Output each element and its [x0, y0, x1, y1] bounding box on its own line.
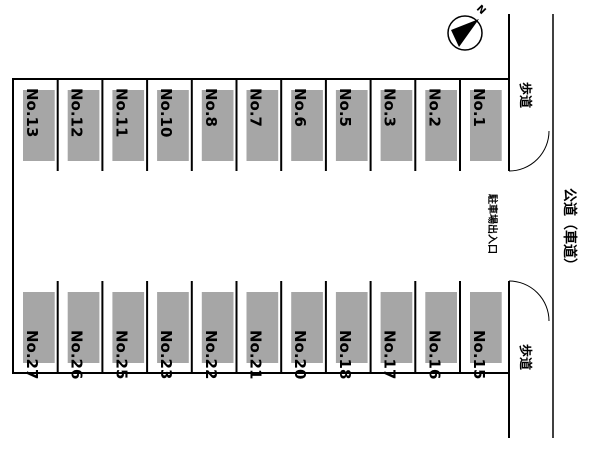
north-label: N [474, 3, 488, 17]
stall-number-label: No.15 [470, 330, 488, 379]
stall-number-label: No.26 [68, 330, 86, 379]
stall-number-label: No.8 [202, 88, 220, 127]
top_row-stall-3 [112, 90, 145, 161]
stall-number-label: No.12 [68, 88, 86, 137]
bottom_row-stall-8 [335, 292, 368, 363]
sidewalk-label-bottom: 歩道 [517, 344, 533, 370]
sidewalk-label-top: 歩道 [517, 82, 533, 108]
stall-number-label: No.23 [157, 330, 175, 379]
stall-number-label: No.17 [381, 330, 399, 379]
stall-number-label: No.6 [291, 88, 309, 127]
stall-number-label: No.1 [470, 88, 488, 127]
top_row-stall-8 [335, 90, 368, 161]
bottom_row-stall-1 [23, 292, 55, 363]
stall-number-label: No.5 [336, 88, 354, 127]
stall-number-label: No.11 [112, 88, 130, 137]
bottom_row-stall-4 [157, 292, 189, 363]
entrance-label: 駐車場出入口 [486, 194, 499, 254]
bottom_row-stall-7 [291, 292, 323, 363]
top_row-stall-5 [201, 90, 234, 161]
stall-number-label: No.20 [291, 330, 309, 379]
stall-number-label: No.22 [202, 330, 220, 379]
stall-number-label: No.16 [425, 330, 443, 379]
bottom_row-stall-11 [470, 292, 502, 363]
stall-number-label: No.13 [23, 88, 41, 137]
stalls-group: No.13 No.12 No.11 No.10 No.8 No.7 No.6 No.5 No.3… [23, 79, 502, 379]
top_row-stall-9 [380, 90, 413, 161]
lot-outline [12, 78, 509, 374]
bottom_row-stall-10 [425, 292, 457, 363]
top_row-stall-2 [67, 90, 100, 161]
stall-number-label: No.21 [247, 330, 265, 379]
stall-number-label: No.25 [112, 330, 130, 379]
entrance-arc-bottom [508, 280, 550, 322]
top_row-stall-4 [157, 90, 189, 161]
bottom_row-stall-2 [67, 292, 100, 363]
bottom_row-stall-3 [112, 292, 145, 363]
stall-number-label: No.2 [425, 88, 443, 127]
stall-number-label: No.18 [336, 330, 354, 379]
stall-number-label: No.27 [23, 330, 41, 379]
top_row-stall-7 [291, 90, 323, 161]
stall-number-label: No.3 [381, 88, 399, 127]
public-road-label: 公道（車道） [561, 188, 578, 272]
bottom_row-stall-5 [201, 292, 234, 363]
top_row-stall-6 [246, 90, 279, 161]
entrance-arc-top [508, 130, 550, 172]
top_row-stall-10 [425, 90, 457, 161]
north-arrow-icon: N [447, 3, 488, 51]
bottom_row-stall-9 [380, 292, 413, 363]
top_row-stall-1 [23, 90, 55, 161]
stall-number-label: No.7 [247, 88, 265, 127]
stall-number-label: No.10 [157, 88, 175, 137]
bottom_row-stall-6 [246, 292, 279, 363]
top_row-stall-11 [470, 90, 502, 161]
